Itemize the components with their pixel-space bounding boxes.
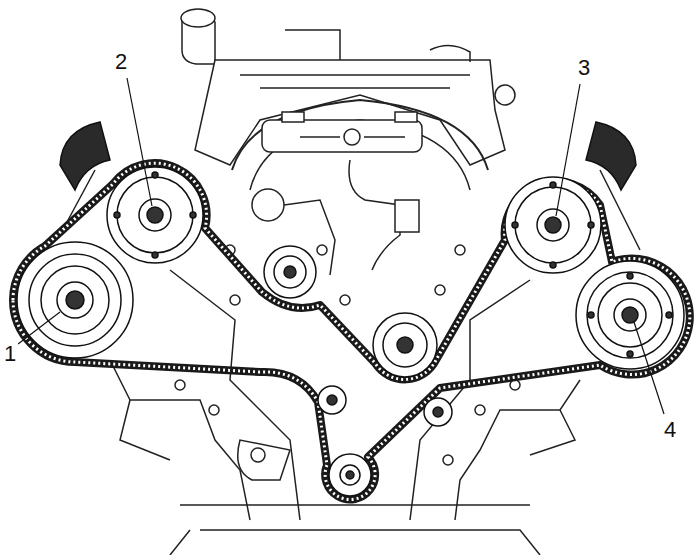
illustration-part	[397, 337, 413, 353]
cam-pulley	[576, 261, 684, 369]
illustration-part	[344, 129, 360, 145]
illustration-part	[340, 465, 360, 485]
illustration-part	[147, 207, 163, 223]
illustration-part	[139, 199, 171, 231]
illustration-part	[550, 182, 556, 188]
illustration-part	[238, 440, 290, 480]
crank-sprocket	[329, 454, 371, 496]
illustration-part	[515, 187, 591, 263]
callout-number: 2	[113, 50, 129, 74]
illustration-part	[455, 245, 465, 255]
timing-belt	[13, 163, 690, 499]
illustration-part	[18, 312, 60, 344]
engine-block	[60, 9, 640, 555]
illustration-part	[627, 273, 633, 279]
illustration-part	[505, 177, 601, 273]
illustration-part	[66, 291, 84, 309]
illustration-part	[588, 222, 594, 228]
illustration-part	[152, 252, 158, 258]
illustration-part	[537, 209, 569, 241]
illustration-part	[329, 454, 371, 496]
illustration-part	[262, 120, 422, 152]
illustration-part	[60, 122, 110, 190]
illustration-part	[13, 163, 690, 499]
illustration-part	[107, 167, 203, 263]
illustration-part	[666, 312, 672, 318]
illustration-part	[41, 266, 109, 334]
illustration-part	[433, 407, 443, 417]
illustration-part	[110, 360, 250, 520]
illustration-part	[13, 163, 690, 499]
illustration-part	[588, 312, 594, 318]
illustration-part	[327, 395, 337, 405]
illustration-part	[114, 212, 120, 218]
illustration-part	[175, 245, 520, 465]
illustration-part	[598, 283, 662, 347]
illustration-part	[576, 261, 684, 369]
illustration-part	[512, 222, 518, 228]
illustration-part	[120, 400, 575, 460]
illustration-part	[17, 242, 133, 358]
illustration-part	[443, 455, 453, 465]
illustration-part	[252, 189, 284, 221]
illustration-part	[340, 295, 350, 305]
illustration-part	[349, 160, 400, 270]
illustration-part	[190, 212, 196, 218]
illustration-part	[232, 100, 488, 170]
cam-pulley	[17, 242, 133, 358]
illustration-part	[545, 217, 561, 233]
illustration-part	[300, 136, 405, 138]
illustration-part	[435, 285, 445, 295]
illustration-part	[383, 323, 427, 367]
cam-sprocket	[107, 167, 203, 263]
illustration-part	[373, 313, 437, 377]
illustration-part	[274, 256, 306, 288]
callout-number: 1	[2, 342, 18, 366]
illustration-part	[57, 282, 93, 318]
illustration-part	[395, 200, 419, 232]
illustration-part	[170, 270, 530, 520]
idler-pulley	[264, 246, 452, 426]
illustration-part	[634, 322, 664, 414]
callout-number: 3	[576, 56, 592, 80]
illustration-part	[586, 122, 636, 190]
illustration-part	[346, 471, 354, 479]
illustration-part	[550, 262, 556, 268]
illustration-part	[285, 30, 470, 62]
illustration-part	[230, 295, 240, 305]
illustration-part	[556, 84, 580, 216]
illustration-part	[209, 405, 219, 415]
illustration-part	[424, 398, 452, 426]
illustration-part	[264, 246, 316, 298]
illustration-part	[284, 266, 296, 278]
leader-line	[18, 78, 664, 414]
illustration-part	[181, 9, 215, 27]
illustration-part	[475, 405, 485, 415]
illustration-part	[622, 307, 638, 323]
illustration-part	[282, 112, 304, 122]
cam-sprocket	[505, 177, 601, 273]
illustration-part	[152, 172, 158, 178]
illustration-part	[395, 112, 417, 122]
illustration-part	[175, 380, 185, 390]
callout-number: 4	[662, 418, 678, 442]
illustration-part	[250, 120, 470, 190]
illustration-part	[127, 78, 152, 206]
illustration-part	[29, 254, 121, 346]
illustration-part	[455, 380, 580, 520]
illustration-part	[240, 75, 470, 88]
illustration-part	[614, 299, 646, 331]
illustration-part	[170, 505, 540, 555]
illustration-part	[627, 351, 633, 357]
illustration-part	[251, 448, 265, 462]
illustration-part	[318, 386, 346, 414]
illustration-part	[495, 85, 515, 105]
illustration-part	[317, 245, 327, 255]
illustration-part	[587, 272, 673, 358]
illustration-part	[117, 177, 193, 253]
